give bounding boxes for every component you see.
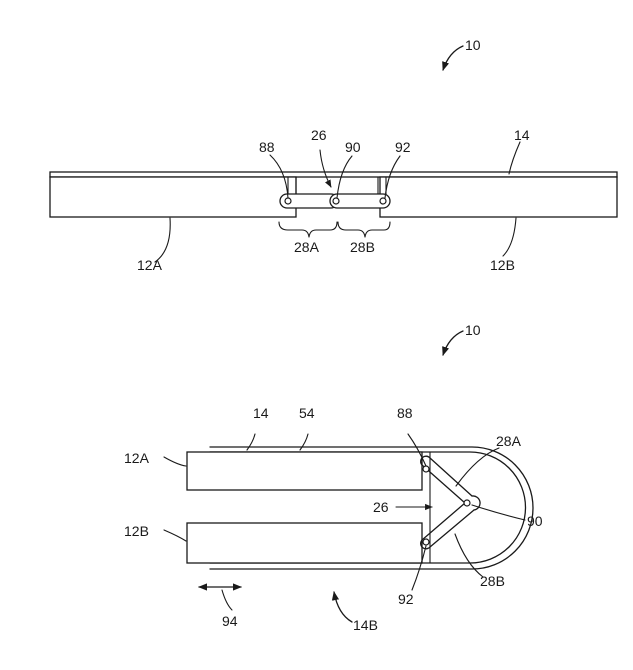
label-pin-bottom: 92 xyxy=(398,591,414,607)
link-top-group xyxy=(420,455,473,504)
pin-bottom xyxy=(422,538,430,546)
label-device: 10 xyxy=(465,37,481,53)
link-bottom-a xyxy=(421,502,466,541)
link-top-b xyxy=(429,457,473,497)
label-pin-left: 88 xyxy=(259,139,275,155)
label-housing-right: 12B xyxy=(490,257,515,273)
device-leader-arrow-2 xyxy=(442,330,464,356)
label-link-top: 28A xyxy=(496,433,522,449)
leader-display xyxy=(508,141,521,175)
label-pin-right: 92 xyxy=(395,139,411,155)
pin-center xyxy=(332,197,340,205)
label-display-folded: 14 xyxy=(253,405,269,421)
link-bottom-group xyxy=(420,495,481,550)
brace-link-left xyxy=(278,221,338,238)
link-top-a xyxy=(421,464,466,504)
label-pin-center: 90 xyxy=(345,139,361,155)
pin-center-folded xyxy=(463,499,471,507)
label-hinge-folded: 26 xyxy=(373,499,389,515)
link-bottom-b xyxy=(429,509,475,548)
figure-folded: 10 14 54 88 xyxy=(124,322,543,633)
leader-pin-center xyxy=(336,155,353,199)
display-bend-arrow xyxy=(331,591,353,623)
pin-top xyxy=(422,465,430,473)
label-hinge: 26 xyxy=(311,127,327,143)
pin-right xyxy=(379,197,387,205)
housing-top xyxy=(186,451,423,491)
leader-housing-bottom xyxy=(163,529,187,542)
leader-hinge xyxy=(319,149,332,188)
label-pin-top: 88 xyxy=(397,405,413,421)
label-slide-direction: 94 xyxy=(222,613,238,629)
label-housing-left: 12A xyxy=(137,257,163,273)
label-display-layer: 54 xyxy=(299,405,315,421)
label-display: 14 xyxy=(514,127,530,143)
brace-link-right xyxy=(337,221,391,238)
leader-pin-top xyxy=(407,433,427,467)
label-housing-top: 12A xyxy=(124,450,150,466)
leader-display-14 xyxy=(246,433,256,451)
label-link-left: 28A xyxy=(294,239,320,255)
link-right xyxy=(329,193,391,209)
label-link-right: 28B xyxy=(350,239,375,255)
label-housing-bottom: 12B xyxy=(124,523,149,539)
label-display-bend: 14B xyxy=(353,617,378,633)
housing-left xyxy=(49,176,297,218)
link-apex-cap xyxy=(471,495,481,511)
leader-display-layer xyxy=(299,433,309,451)
figure-flat: 10 88 26 90 92 14 28A 28B xyxy=(49,37,618,273)
label-device-2: 10 xyxy=(465,322,481,338)
label-pin-center-folded: 90 xyxy=(527,513,543,529)
link-bottom-cap xyxy=(420,539,431,550)
leader-housing-left xyxy=(154,217,171,263)
leader-housing-right xyxy=(502,217,517,257)
leader-slide-direction xyxy=(221,589,233,611)
leader-housing-top xyxy=(163,456,187,467)
device-leader-arrow xyxy=(442,45,464,71)
leader-pin-left xyxy=(269,154,289,199)
leader-pin-right xyxy=(384,155,401,199)
leader-pin-bottom xyxy=(411,545,427,591)
display-loop-inner xyxy=(209,451,527,564)
housing-bottom xyxy=(186,522,423,564)
display-loop-outer xyxy=(209,446,534,570)
display-strip xyxy=(49,171,618,178)
label-link-bottom: 28B xyxy=(480,573,505,589)
leader-link-bottom xyxy=(454,533,484,578)
leader-pin-center-folded xyxy=(471,504,526,521)
pin-left xyxy=(284,197,292,205)
leader-link-top xyxy=(455,447,500,487)
housing-right xyxy=(379,176,618,218)
